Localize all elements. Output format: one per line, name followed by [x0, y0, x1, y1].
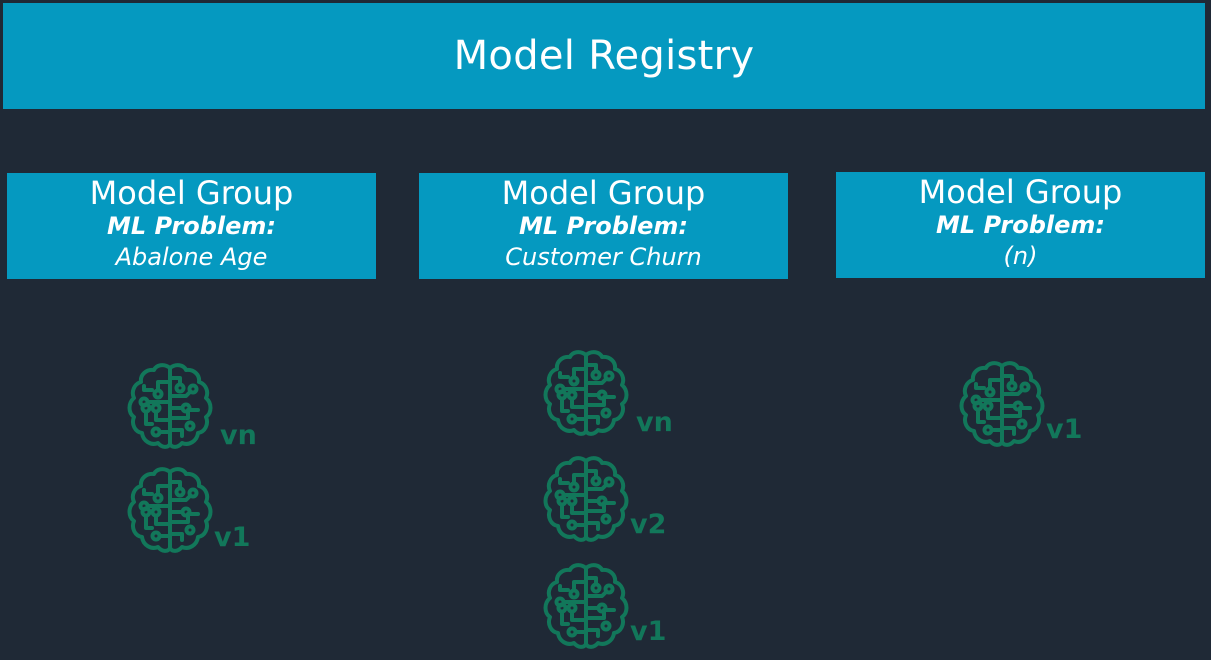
model-group-1: Model Group ML Problem: Abalone Age [7, 173, 376, 279]
brain-circuit-icon [124, 360, 216, 452]
ml-problem-label: ML Problem: [519, 212, 688, 240]
model-group-title: Model Group [918, 173, 1123, 211]
version-label: vn [220, 420, 257, 451]
model-group-2: Model Group ML Problem: Customer Churn [419, 173, 788, 279]
model-group-title: Model Group [89, 174, 294, 212]
brain-circuit-icon [540, 347, 632, 439]
model-registry-banner: Model Registry [3, 3, 1205, 109]
ml-problem-value: Abalone Age [115, 243, 268, 271]
version-label: v1 [630, 616, 667, 647]
ml-problem-value: Customer Churn [505, 243, 702, 271]
model-group-title: Model Group [501, 174, 706, 212]
version-label: v1 [214, 522, 251, 553]
version-label: v2 [630, 509, 667, 540]
version-label: v1 [1046, 414, 1083, 445]
ml-problem-label: ML Problem: [107, 212, 276, 240]
ml-problem-label: ML Problem: [936, 211, 1105, 239]
page-title: Model Registry [453, 33, 755, 79]
brain-circuit-icon [124, 464, 216, 556]
brain-circuit-icon [540, 453, 632, 545]
version-label: vn [636, 407, 673, 438]
model-group-3: Model Group ML Problem: (n) [836, 172, 1205, 278]
ml-problem-value: (n) [1003, 242, 1038, 270]
brain-circuit-icon [956, 358, 1048, 450]
brain-circuit-icon [540, 560, 632, 652]
